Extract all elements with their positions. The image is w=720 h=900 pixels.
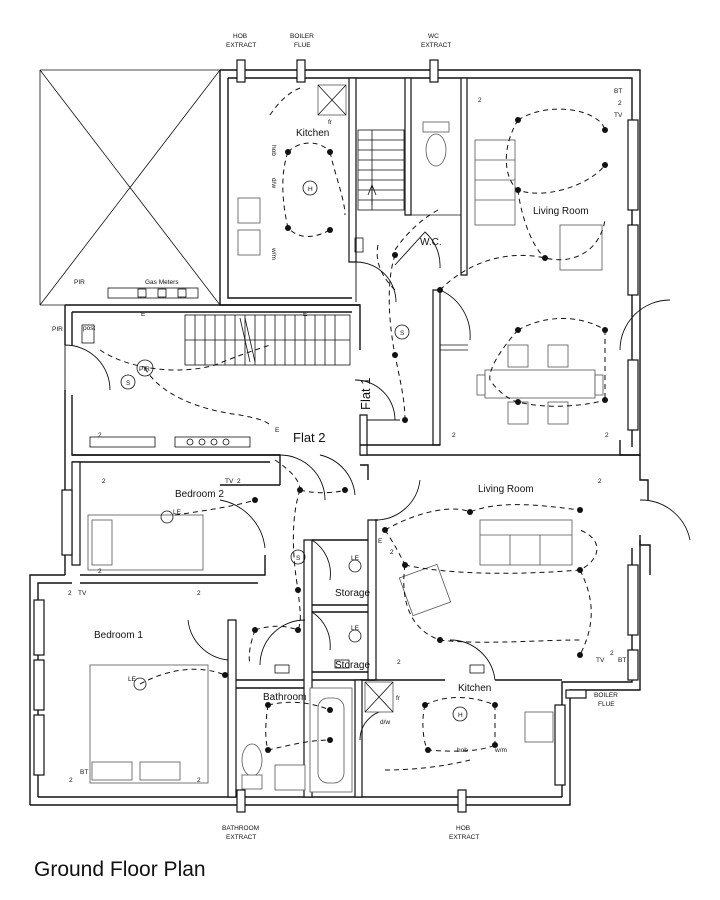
hob-label-upper: hob [270, 145, 277, 156]
socket-2-n: 2 [397, 659, 401, 666]
socket-2-j: 2 [68, 590, 72, 597]
socket-2-f: 2 [237, 478, 241, 485]
bt-label-living-lower: BT [618, 657, 626, 664]
room-label-wc: W.C. [420, 237, 442, 248]
room-label-bedroom-2: Bedroom 2 [175, 489, 224, 500]
small-annotations: PIR PIR PIR post BT TV TV TV BT TV BT ho… [52, 88, 626, 784]
h-label-kitchen-lower: H [458, 712, 463, 719]
stairs-upper [357, 129, 405, 211]
bathroom-extract-label: BATHROOM [222, 825, 259, 832]
flat-2-label: Flat 2 [293, 430, 326, 445]
socket-2-e: 2 [102, 478, 106, 485]
e-label-hall-2: E [303, 311, 308, 318]
extract-terminals [236, 59, 587, 813]
room-label-kitchen-upper: Kitchen [296, 128, 329, 139]
room-label-living-upper: Living Room [533, 206, 589, 217]
extract-labels: HOB EXTRACT BOILER FLUE WC EXTRACT BOILE… [222, 33, 618, 841]
room-label-storage-1: Storage [335, 588, 370, 599]
socket-2-c: 2 [452, 432, 456, 439]
pir-top-label: PIR [74, 279, 85, 286]
socket-2-a: 2 [478, 97, 482, 104]
windows [33, 119, 639, 786]
le-label-bed2: LE [173, 509, 182, 516]
room-label-bedroom-1: Bedroom 1 [94, 630, 143, 641]
internal-walls [71, 77, 562, 798]
tv-label-bed2: TV [225, 478, 234, 485]
wc-extract-top-label-2: EXTRACT [421, 42, 451, 49]
flat-labels: Flat 2 Flat 1 [293, 377, 373, 445]
bt-label-upper: BT [614, 88, 622, 95]
socket-2-o: 2 [610, 650, 614, 657]
socket-2-l: 2 [69, 777, 73, 784]
s-label-flat2: S [296, 555, 301, 562]
boiler-flue-top-label: BOILER [290, 33, 314, 40]
room-label-bathroom: Bathroom [263, 692, 306, 703]
socket-2-d: 2 [605, 432, 609, 439]
post-label: post [83, 325, 95, 332]
socket-2-b: 2 [618, 100, 622, 107]
s-label-flat1: S [400, 330, 405, 337]
socket-2-p: 2 [98, 432, 102, 439]
fittings [81, 117, 608, 753]
pir-hall-label: PIR [139, 366, 150, 373]
le-label-storage-1: LE [351, 555, 360, 562]
room-label-kitchen-lower: Kitchen [458, 683, 491, 694]
wiring [99, 87, 606, 771]
hob-extract-top-label-2: EXTRACT [226, 42, 256, 49]
wm-label-lower: w/m [494, 747, 507, 754]
boiler-flue-right-label-2: FLUE [598, 701, 615, 708]
le-label-storage-2: LE [351, 625, 360, 632]
boiler-flue-right-label: BOILER [594, 692, 618, 699]
wm-label-upper: w/m [270, 247, 277, 260]
pir-left-label: PIR [52, 326, 63, 333]
tv-label-bed1: TV [78, 590, 87, 597]
hob-extract-bottom-label: HOB [456, 825, 470, 832]
hob-extract-top-label: HOB [233, 33, 247, 40]
boiler-flue-top-label-2: FLUE [294, 42, 311, 49]
dw-label-lower: d/w [380, 719, 390, 726]
room-label-living-lower: Living Room [478, 484, 534, 495]
dw-label-upper: d/w [270, 178, 277, 188]
fr-label-upper: fr [328, 119, 333, 126]
tv-label-living-lower: TV [596, 657, 605, 664]
le-label-bed1: LE [128, 676, 137, 683]
canopy [39, 69, 221, 306]
bathroom-extract-label-2: EXTRACT [226, 834, 256, 841]
tv-label-upper: TV [614, 112, 623, 119]
outer-walls [29, 69, 651, 806]
gas-meters: Gas Meters [107, 279, 199, 299]
e-label-lower-kitchen: E [378, 538, 383, 545]
e-label-flat2: E [275, 427, 280, 434]
furniture [87, 84, 604, 793]
hob-extract-bottom-label-2: EXTRACT [449, 834, 479, 841]
socket-2-i: 2 [98, 568, 102, 575]
e-label-hall-1: E [141, 311, 146, 318]
socket-2-g: 2 [598, 478, 602, 485]
socket-2-m: 2 [197, 777, 201, 784]
stairs-hall [184, 314, 351, 366]
room-label-storage-2: Storage [335, 660, 370, 671]
socket-2-k: 2 [197, 590, 201, 597]
doors [64, 231, 691, 741]
page-title: Ground Floor Plan [34, 858, 206, 881]
h-label-kitchen-upper: H [308, 186, 313, 193]
gas-meters-label: Gas Meters [145, 279, 179, 286]
socket-2-h: 2 [390, 549, 394, 556]
flat-1-label: Flat 1 [358, 377, 373, 410]
hob-label-lower: hob [457, 747, 468, 754]
bt-label-bed1: BT [80, 769, 88, 776]
room-labels: Kitchen W.C. Living Room Bedroom 2 Livin… [94, 128, 589, 703]
fr-label-lower: fr [396, 695, 401, 702]
wc-extract-top-label: WC [428, 33, 439, 40]
s-label-hall: S [126, 380, 131, 387]
